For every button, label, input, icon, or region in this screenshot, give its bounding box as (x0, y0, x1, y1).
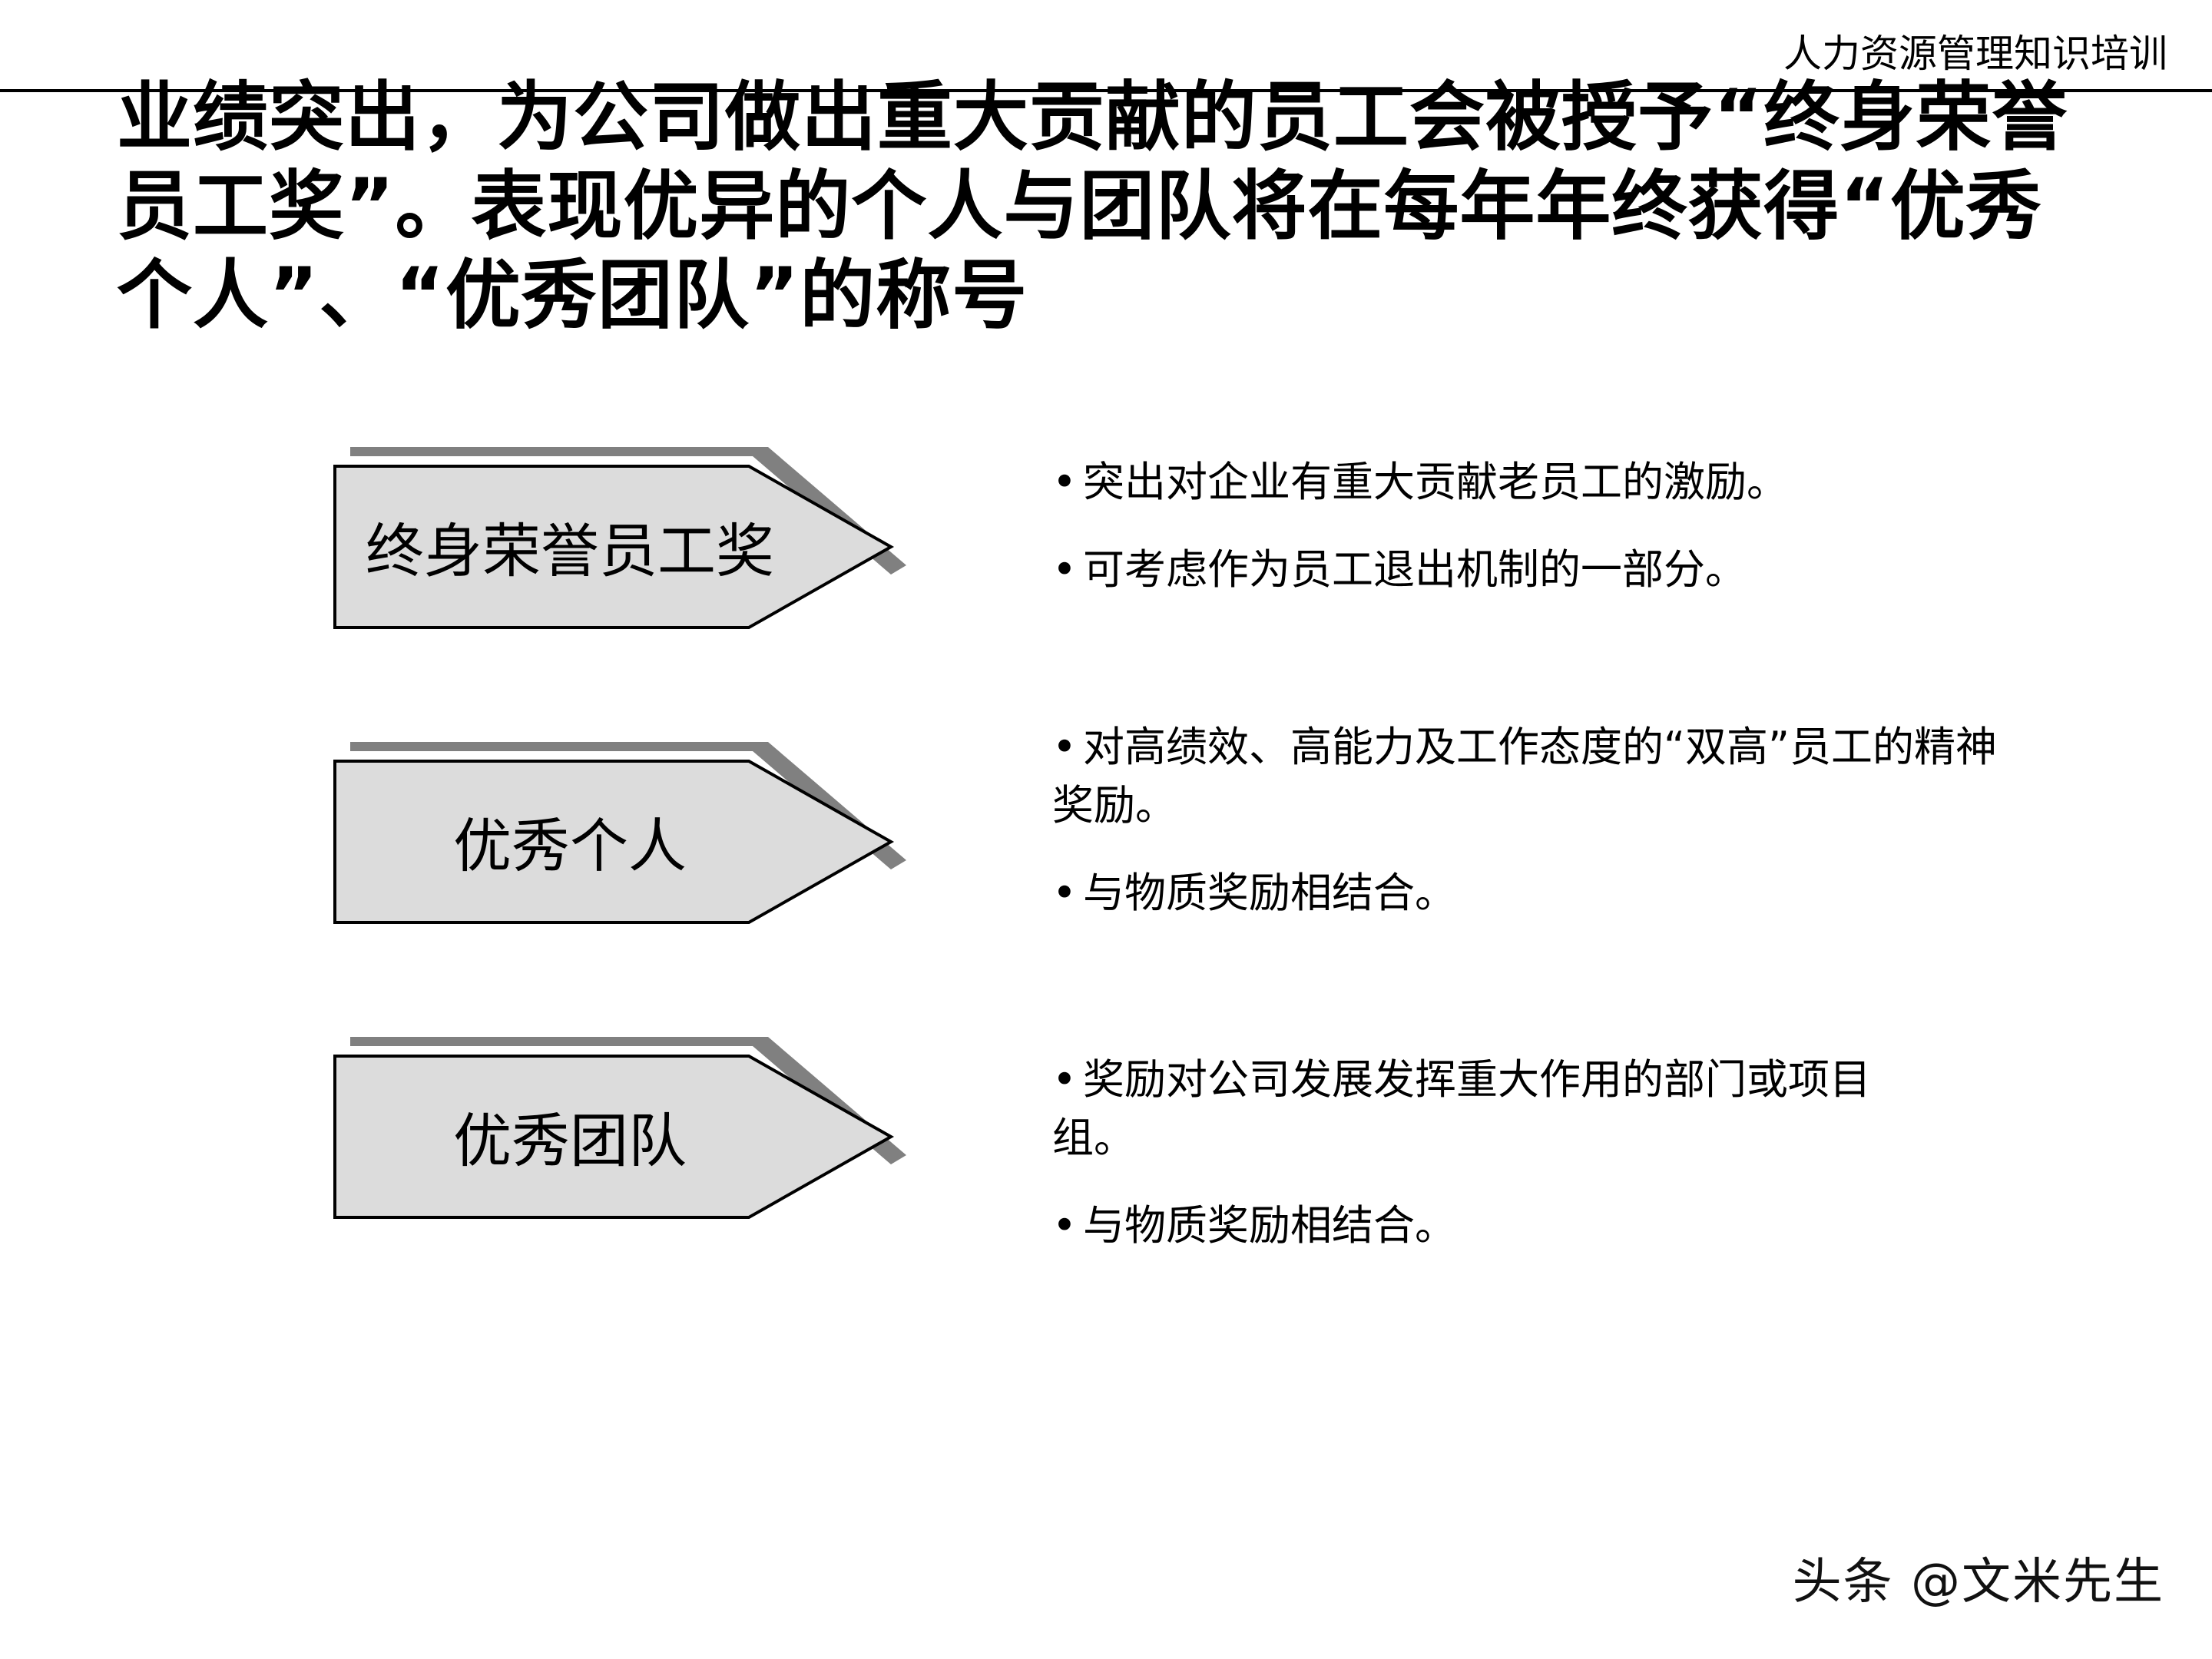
bullet-item: •与物质奖励相结合。 (1052, 1197, 1936, 1255)
award-shape-outstanding-team: 优秀团队 (323, 1028, 914, 1235)
page-title: 业绩突出，为公司做出重大贡献的员工会被授予“终身荣誉 员工奖”。表现优异的个人与… (117, 73, 2083, 340)
bullet-icon: • (1052, 1201, 1077, 1250)
pentagon-arrow-icon (333, 742, 906, 924)
bullet-item: •对高绩效、高能力及工作态度的“双高”员工的精神奖励。 (1052, 718, 2005, 835)
pentagon-arrow-icon (333, 1037, 906, 1219)
pentagon-arrow-icon (333, 447, 906, 629)
bullet-item: •可考虑作为员工退出机制的一部分。 (1052, 541, 2020, 599)
award-shape-outstanding-individual: 优秀个人 (323, 733, 914, 940)
award-description-outstanding-team: •奖励对公司发展发挥重大作用的部门或项目组。 •与物质奖励相结合。 (1052, 1051, 1936, 1284)
title-line: 个人”、“优秀团队”的称号 (117, 252, 1028, 339)
award-shape-lifetime-honor: 终身荣誉员工奖 (323, 438, 914, 645)
bullet-icon: • (1052, 869, 1077, 917)
bullet-icon: • (1052, 545, 1077, 594)
bullet-icon: • (1052, 723, 1077, 771)
bullet-item: •奖励对公司发展发挥重大作用的部门或项目组。 (1052, 1051, 1936, 1167)
title-line: 业绩突出，为公司做出重大贡献的员工会被授予“终身荣誉 (117, 74, 2068, 161)
watermark: 头条 @文米先生 (1792, 1554, 2164, 1611)
header-label: 人力资源管理知识培训 (1783, 31, 2167, 76)
header-divider (0, 89, 2212, 92)
bullet-item: •突出对企业有重大贡献老员工的激励。 (1052, 453, 2020, 512)
bullet-item: •与物质奖励相结合。 (1052, 864, 2005, 922)
award-description-lifetime-honor: •突出对企业有重大贡献老员工的激励。 •可考虑作为员工退出机制的一部分。 (1052, 453, 2020, 628)
award-label: 终身荣誉员工奖 (366, 517, 774, 585)
award-label: 优秀团队 (453, 1107, 687, 1175)
bullet-icon: • (1052, 458, 1077, 506)
award-description-outstanding-individual: •对高绩效、高能力及工作态度的“双高”员工的精神奖励。 •与物质奖励相结合。 (1052, 718, 2005, 952)
bullet-icon: • (1052, 1055, 1077, 1104)
award-label: 优秀个人 (453, 812, 687, 880)
title-line: 员工奖”。表现优异的个人与团队将在每年年终获得“优秀 (117, 163, 2042, 250)
